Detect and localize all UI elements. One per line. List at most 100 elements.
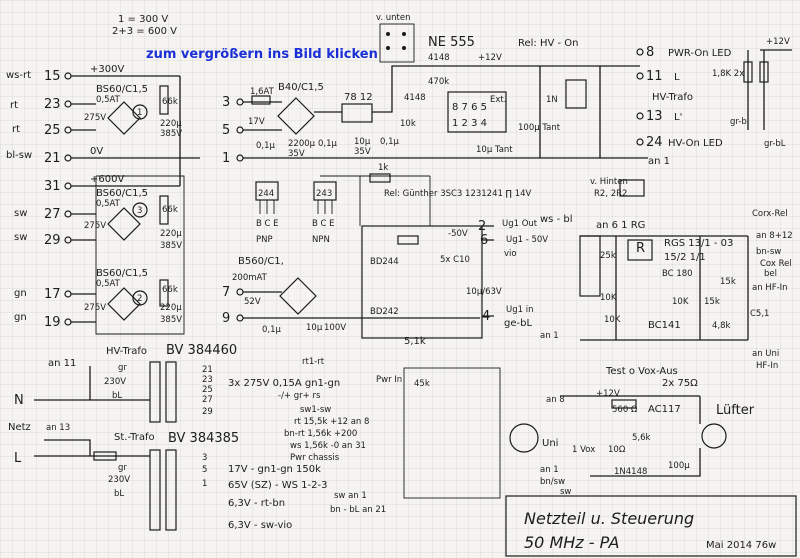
lv-supply: 3 5 1 1,6AT 17V B40/C1,5 0,1µ 2200µ 35V … xyxy=(222,35,648,199)
svg-text:an 8+12: an 8+12 xyxy=(756,231,793,241)
svg-text:Ug1 Out: Ug1 Out xyxy=(502,219,538,229)
svg-text:29: 29 xyxy=(202,407,213,417)
svg-text:0,1µ: 0,1µ xyxy=(318,139,338,149)
svg-text:2: 2 xyxy=(137,294,142,304)
svg-text:L: L xyxy=(674,72,680,83)
ptt-control: v. Hinten R2, 2R2 25k R RGS 13/1 - 03 15… xyxy=(579,177,793,371)
title-line-2: 50 MHz - PA xyxy=(524,533,619,552)
svg-text:St.-Trafo: St.-Trafo xyxy=(114,432,155,443)
svg-text:an 1: an 1 xyxy=(648,156,670,167)
svg-text:-50V: -50V xyxy=(448,229,468,239)
svg-text:bn-rt 1,56k +200: bn-rt 1,56k +200 xyxy=(284,429,357,439)
svg-text:BV 384460: BV 384460 xyxy=(166,343,237,358)
note-600v: 2+3 = 600 V xyxy=(112,26,177,37)
title-date: Mai 2014 76w xyxy=(706,540,776,551)
svg-text:23: 23 xyxy=(202,375,213,385)
svg-text:11: 11 xyxy=(646,69,663,84)
svg-text:6,3V - rt-bn: 6,3V - rt-bn xyxy=(228,498,285,509)
svg-text:PNP: PNP xyxy=(256,235,273,245)
svg-text:BS60/C1,5: BS60/C1,5 xyxy=(96,268,148,279)
svg-text:rt1-rt: rt1-rt xyxy=(302,357,325,367)
svg-text:ws 1,56k -0 an 31: ws 1,56k -0 an 31 xyxy=(290,441,366,451)
svg-text:0,1µ: 0,1µ xyxy=(380,137,400,147)
svg-text:7: 7 xyxy=(222,285,230,300)
svg-text:1N4148: 1N4148 xyxy=(614,467,647,477)
title-block: Netzteil u. Steuerung 50 MHz - PA Mai 20… xyxy=(505,495,797,557)
terminal-pin-5: 31 xyxy=(44,179,61,194)
svg-text:17V - gn1-gn 150k: 17V - gn1-gn 150k xyxy=(228,464,321,475)
svg-text:HV-On LED: HV-On LED xyxy=(668,138,723,149)
svg-text:Ext.: Ext. xyxy=(490,95,506,105)
wire-label-1: ws-rt xyxy=(6,70,31,81)
wire-label-3: rt xyxy=(12,124,20,135)
terminal-pin-4: 21 xyxy=(44,151,61,166)
svg-text:vio: vio xyxy=(504,249,517,259)
svg-text:Corx-Rel: Corx-Rel xyxy=(752,209,788,219)
svg-text:BS60/C1,5: BS60/C1,5 xyxy=(96,84,148,95)
svg-text:gr: gr xyxy=(118,363,127,373)
terminal-pin-7: 29 xyxy=(44,233,61,248)
wire-label-4: bl-sw xyxy=(6,150,32,161)
svg-text:3: 3 xyxy=(202,453,207,463)
svg-text:10K: 10K xyxy=(672,297,689,307)
svg-text:10µ Tant: 10µ Tant xyxy=(476,145,513,155)
svg-text:0,1µ: 0,1µ xyxy=(262,325,282,335)
svg-text:R2, 2R2: R2, 2R2 xyxy=(594,189,627,199)
enlarge-link[interactable]: zum vergrößern ins Bild klicken xyxy=(146,47,378,62)
svg-text:sw1-sw: sw1-sw xyxy=(300,405,331,415)
title-line-1: Netzteil u. Steuerung xyxy=(524,509,694,528)
svg-text:2x 75Ω: 2x 75Ω xyxy=(662,378,698,389)
svg-text:Lüfter: Lüfter xyxy=(716,403,755,418)
svg-text:13: 13 xyxy=(646,109,663,124)
svg-text:230V: 230V xyxy=(104,377,126,387)
svg-text:Pwr In: Pwr In xyxy=(376,375,402,385)
svg-text:NPN: NPN xyxy=(312,235,330,245)
svg-text:45k: 45k xyxy=(414,379,430,389)
svg-text:5: 5 xyxy=(222,123,230,138)
svg-text:275V: 275V xyxy=(84,113,106,123)
svg-text:2200µ: 2200µ xyxy=(288,139,316,149)
svg-text:10µ: 10µ xyxy=(354,137,371,147)
svg-text:35V: 35V xyxy=(288,149,305,159)
svg-text:17V: 17V xyxy=(248,117,265,127)
svg-text:5: 5 xyxy=(202,465,207,475)
note-300v: 1 = 300 V xyxy=(118,14,168,25)
svg-text:3: 3 xyxy=(137,206,142,216)
svg-text:1 2 3 4: 1 2 3 4 xyxy=(452,118,487,129)
transistor-pinouts: 244 B C E PNP 243 B C E NPN xyxy=(255,181,337,245)
svg-text:+300V: +300V xyxy=(90,64,124,75)
svg-text:B560/C1,: B560/C1, xyxy=(238,256,284,267)
svg-text:RGS 13/1 - 03: RGS 13/1 - 03 xyxy=(664,238,733,249)
svg-text:sw an 1: sw an 1 xyxy=(334,491,367,501)
svg-text:27: 27 xyxy=(202,395,213,405)
svg-text:an Uni: an Uni xyxy=(752,349,779,359)
svg-text:Test o Vox-Aus: Test o Vox-Aus xyxy=(605,366,678,377)
svg-text:66k: 66k xyxy=(162,285,178,295)
svg-text:Pwr chassis: Pwr chassis xyxy=(290,453,340,463)
connector-top xyxy=(379,23,415,63)
wire-label-6: sw xyxy=(14,208,27,219)
svg-text:100µ: 100µ xyxy=(668,461,690,471)
svg-text:gr: gr xyxy=(118,463,127,473)
svg-text:Ug1 in: Ug1 in xyxy=(506,305,533,315)
svg-text:6,3V - sw-vio: 6,3V - sw-vio xyxy=(228,520,292,531)
svg-text:an 8: an 8 xyxy=(546,395,565,405)
svg-text:1k: 1k xyxy=(378,163,388,173)
svg-text:PWR-On LED: PWR-On LED xyxy=(668,48,732,59)
svg-text:1,6AT: 1,6AT xyxy=(250,87,275,97)
svg-text:HV-Trafo: HV-Trafo xyxy=(106,346,147,357)
svg-text:B C E: B C E xyxy=(312,219,335,229)
svg-text:L': L' xyxy=(674,112,682,123)
svg-text:10Ω: 10Ω xyxy=(608,445,626,455)
svg-text:an 11: an 11 xyxy=(48,358,76,369)
terminal-pin-8: 17 xyxy=(44,287,61,302)
svg-text:66k: 66k xyxy=(162,97,178,107)
svg-text:0V: 0V xyxy=(90,146,103,157)
svg-text:0,1µ: 0,1µ xyxy=(256,141,276,151)
svg-text:52V: 52V xyxy=(244,297,261,307)
svg-text:bn/sw: bn/sw xyxy=(540,477,565,487)
svg-text:0,5AT: 0,5AT xyxy=(96,95,121,105)
svg-text:9: 9 xyxy=(222,311,230,326)
svg-text:385V: 385V xyxy=(160,241,182,251)
